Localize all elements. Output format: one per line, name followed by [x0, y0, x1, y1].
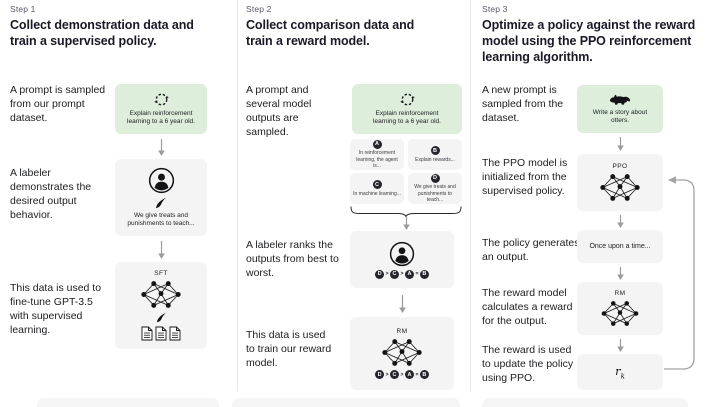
next-section-card — [232, 398, 460, 407]
demonstration-text: We give treats and punishments to teach.… — [127, 211, 195, 227]
reward-value-box: rk — [577, 354, 663, 390]
output-c-box: C In machine learning... — [350, 173, 404, 204]
rank-letter: D — [375, 269, 385, 279]
step1-row2-text: A labeler demonstrates the desired outpu… — [10, 167, 92, 221]
labeler-icon — [148, 167, 174, 193]
labeler-demo-box: We give treats and punishments to teach.… — [115, 159, 207, 236]
step2-row2-text: A labeler ranks the outputs from best to… — [246, 239, 339, 279]
output-letter: A — [372, 139, 382, 149]
down-arrow — [617, 339, 624, 352]
next-section-card — [482, 398, 688, 407]
prompt-sample-box: Explain reinforcement learning to a 6 ye… — [352, 84, 462, 134]
prompt-sample-box: Explain reinforcement learning to a 6 ye… — [115, 84, 207, 134]
neural-net-icon — [141, 281, 181, 308]
rank-letter: C — [390, 269, 400, 279]
down-arrow — [158, 241, 165, 259]
sft-model-box: SFT — [115, 262, 207, 349]
output-caption: We give treats and punishments to teach.… — [414, 184, 456, 203]
step3-column: Step 3 Optimize a policy against the rew… — [482, 0, 714, 407]
rank-separator: = — [415, 371, 419, 378]
column-divider — [237, 0, 238, 391]
otter-icon — [609, 94, 631, 105]
rank-separator: > — [400, 271, 404, 277]
output-ranking: D > C > A = B — [375, 269, 429, 279]
ppo-label: PPO — [612, 163, 628, 170]
rank-separator: > — [385, 371, 389, 378]
quill-icon — [156, 312, 166, 323]
down-arrow — [617, 137, 624, 151]
model-outputs-grid: A In reinforcement learning, the agent i… — [350, 139, 462, 204]
reward-value: rk — [615, 363, 625, 381]
brace — [350, 206, 462, 217]
rank-letter: B — [419, 269, 429, 279]
down-arrow — [158, 139, 165, 156]
prompt-text: Explain reinforcement learning to a 6 ye… — [373, 109, 441, 125]
rm-label: RM — [396, 328, 408, 335]
sft-label: SFT — [154, 270, 168, 277]
step3-row3-text: The policy generates an output. — [482, 237, 580, 263]
labeler-icon — [389, 241, 415, 266]
quill-icon — [156, 197, 166, 208]
rm-label: RM — [614, 290, 626, 297]
down-arrow — [617, 267, 624, 280]
step3-title: Optimize a policy against the reward mod… — [482, 18, 696, 64]
step2-row1-text: A prompt and several model outputs are s… — [246, 84, 312, 138]
reward-model-box: RM — [577, 282, 663, 335]
step1-title: Collect demonstration data and train a s… — [10, 18, 194, 48]
step2-label: Step 2 — [246, 4, 272, 14]
generated-output-text: Once upon a time... — [589, 243, 651, 250]
output-letter: C — [372, 180, 382, 190]
neural-net-icon — [382, 339, 422, 366]
step3-row5-text: The reward is used to update the policy … — [482, 344, 574, 384]
rank-separator: > — [400, 371, 404, 378]
step1-label: Step 1 — [10, 4, 36, 14]
prompt-sample-box: Write a story about otters. — [577, 85, 663, 133]
policy-output-box: Once upon a time... — [577, 230, 663, 263]
output-d-box: D We give treats and punishments to teac… — [408, 173, 462, 204]
step3-row4-text: The reward model calculates a reward for… — [482, 287, 573, 327]
cycle-icon — [399, 93, 415, 106]
labeler-ranking-box: D > C > A = B — [350, 231, 454, 288]
rank-letter: D — [375, 370, 385, 379]
output-ranking: D > C > A = B — [375, 370, 429, 379]
down-arrow — [617, 215, 624, 228]
reward-model-box: RM D > C > A = — [350, 317, 454, 390]
next-section-card — [37, 398, 219, 407]
output-caption: Explain rewards... — [415, 156, 455, 163]
ppo-model-box: PPO — [577, 154, 663, 211]
step1-row1-text: A prompt is sampled from our prompt data… — [10, 84, 106, 124]
neural-net-icon — [601, 301, 639, 326]
prompt-text: Write a story about otters. — [592, 108, 648, 124]
rank-letter: A — [404, 269, 414, 279]
output-a-box: A In reinforcement learning, the agent i… — [350, 139, 404, 170]
step2-column: Step 2 Collect comparison data and train… — [246, 0, 464, 407]
rank-letter: C — [390, 370, 400, 379]
rank-letter: B — [419, 370, 429, 379]
prompt-text: Explain reinforcement learning to a 6 ye… — [127, 109, 195, 125]
documents-icon — [141, 326, 181, 341]
down-arrow — [399, 295, 406, 313]
step2-row3-text: This data is used to train our reward mo… — [246, 329, 332, 369]
step3-row2-text: The PPO model is initialized from the su… — [482, 157, 568, 197]
output-letter: B — [430, 146, 440, 156]
step3-label: Step 3 — [482, 4, 508, 14]
step3-row1-text: A new prompt is sampled from the dataset… — [482, 84, 564, 124]
rank-letter: A — [404, 370, 414, 379]
neural-net-icon — [600, 174, 640, 201]
output-letter: D — [430, 173, 440, 183]
column-divider — [470, 0, 471, 391]
down-arrow — [403, 217, 410, 230]
step2-title: Collect comparison data and train a rewa… — [246, 18, 415, 48]
output-caption: In machine learning... — [353, 190, 401, 197]
output-b-box: B Explain rewards... — [408, 139, 462, 170]
output-caption: In reinforcement learning, the agent is.… — [356, 150, 398, 169]
rank-separator: = — [415, 271, 419, 277]
cycle-icon — [153, 93, 169, 106]
step1-column: Step 1 Collect demonstration data and tr… — [10, 0, 232, 407]
rank-separator: > — [385, 271, 389, 277]
step1-row3-text: This data is used to fine-tune GPT-3.5 w… — [10, 282, 102, 336]
